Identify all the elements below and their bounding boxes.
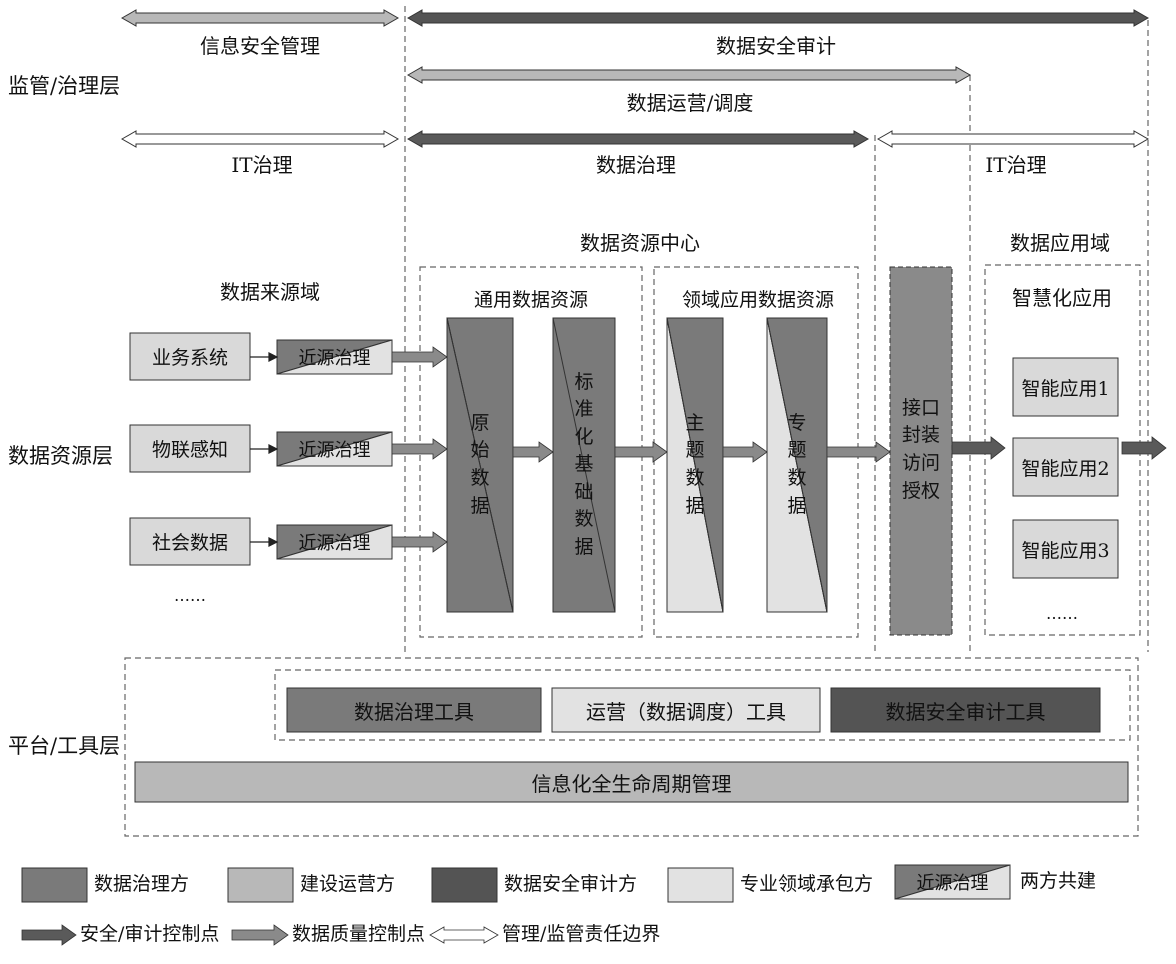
- legend-boundary-arrow: [429, 926, 499, 944]
- domain-resource-title: 领域应用数据资源: [681, 289, 835, 311]
- flow-arrow-raw-standard: [512, 441, 554, 463]
- topic-data-label: 主题数据: [685, 411, 705, 517]
- boundary-label-data-gov: 数据治理: [596, 153, 676, 177]
- boundary-arrow-data-gov: [406, 130, 870, 148]
- legend-security-arrow: [21, 924, 77, 946]
- flow-arrow-standard-topic: [614, 441, 668, 463]
- boundary-arrow-data-ops: [406, 66, 972, 84]
- source-ellipsis: ……: [174, 586, 206, 605]
- app-2: 智能应用2: [1021, 457, 1110, 480]
- app-1: 智能应用1: [1021, 377, 1110, 400]
- legend-label-boundary: 管理/监管责任边界: [502, 923, 661, 945]
- legend-swatch-governance: [21, 867, 88, 903]
- topic-data-label-wrap: 主题数据: [667, 340, 723, 590]
- thin-arrow-1: [268, 352, 279, 362]
- gov-tool: 数据治理工具: [354, 699, 474, 724]
- flow-arrow-near-2: [391, 438, 448, 460]
- ops-tool-box: [551, 687, 821, 733]
- raw-data-label: 原始数据: [470, 411, 490, 517]
- app-box-2: [1012, 437, 1119, 497]
- standard-data-label-wrap: 标准化基础数据: [553, 330, 615, 600]
- layer-label-platform: 平台/工具层: [8, 734, 121, 758]
- standard-data-label: 标准化基础数据: [574, 370, 594, 558]
- thin-arrow-2: [268, 444, 279, 454]
- legend-label-governance: 数据治理方: [94, 873, 190, 895]
- flow-arrow-interface-app: [951, 436, 1006, 460]
- layer-label-data-resource: 数据资源层: [8, 444, 113, 468]
- legend-swatch-audit: [431, 867, 498, 903]
- legend-joint-box-label: 近源治理: [916, 873, 989, 894]
- source-box-iot: [129, 424, 251, 473]
- smart-app-title: 智慧化应用: [1012, 286, 1112, 310]
- flow-arrow-app-out: [1121, 436, 1167, 460]
- app-domain-title: 数据应用域: [1010, 231, 1110, 255]
- standard-data-column: [552, 317, 616, 613]
- interface-label: 接口封装访问授权: [901, 396, 940, 502]
- legend-swatch-joint: [894, 864, 1011, 900]
- app-box-3: [1012, 519, 1119, 579]
- source-box-social: [129, 517, 251, 566]
- special-data-label: 专题数据: [787, 411, 807, 517]
- raw-data-column: [446, 317, 514, 613]
- boundary-label-data-ops: 数据运营/调度: [626, 91, 754, 115]
- app-ellipsis: ……: [1046, 604, 1078, 623]
- boundary-arrow-it-gov-right: [876, 130, 1150, 148]
- lifecycle-box: [134, 761, 1129, 803]
- legend-swatch-builder: [227, 867, 294, 903]
- boundary-label-security-audit: 数据安全审计: [716, 34, 836, 58]
- legend-label-contractor: 专业领域承包方: [740, 873, 874, 895]
- general-resource-title: 通用数据资源: [473, 289, 589, 311]
- flow-arrow-topic-special: [722, 441, 768, 463]
- boundary-label-it-gov-left: IT治理: [231, 153, 293, 177]
- special-data-column: [766, 317, 828, 613]
- flow-arrow-near-1: [391, 346, 448, 368]
- source-business: 业务系统: [151, 347, 228, 369]
- app-box-1: [1012, 357, 1119, 417]
- source-iot: 物联感知: [151, 439, 228, 461]
- raw-data-label-wrap: 原始数据: [447, 340, 513, 590]
- boundary-label-it-gov-right: IT治理: [985, 153, 1047, 177]
- source-social: 社会数据: [151, 532, 228, 554]
- platform-frame: [124, 657, 1139, 837]
- interface-column: [889, 266, 953, 636]
- source-box-business: [129, 332, 251, 381]
- source-domain-title: 数据来源域: [220, 280, 320, 304]
- legend-quality-arrow: [231, 924, 289, 946]
- boundary-label-info-security: 信息安全管理: [200, 34, 320, 58]
- lifecycle-mgmt: 信息化全生命周期管理: [531, 771, 732, 796]
- resource-center-title: 数据资源中心: [580, 231, 700, 255]
- general-resource-frame: [419, 266, 643, 638]
- near-source-label-2: 近源治理: [298, 440, 371, 461]
- boundary-arrow-it-gov-left: [120, 130, 400, 148]
- legend-label-joint: 两方共建: [1020, 870, 1097, 892]
- special-data-label-wrap: 专题数据: [767, 340, 827, 590]
- thin-arrow-3: [268, 537, 279, 547]
- tool-strip-frame: [274, 669, 1131, 741]
- boundary-arrow-info-security: [120, 9, 400, 27]
- boundary-arrow-security-audit: [406, 9, 1150, 27]
- interface-label-wrap: 接口封装访问授权: [890, 290, 952, 610]
- topic-data-column: [666, 317, 724, 613]
- near-source-label-1: 近源治理: [298, 348, 371, 369]
- audit-tool-box: [830, 687, 1101, 733]
- audit-tool: 数据安全审计工具: [885, 699, 1046, 724]
- gov-tool-box: [286, 687, 542, 733]
- flow-arrow-near-3: [391, 531, 448, 553]
- legend-label-builder: 建设运营方: [300, 873, 396, 895]
- flow-arrow-special-interface: [826, 441, 891, 463]
- ops-tool: 运营（数据调度）工具: [586, 699, 786, 724]
- near-source-label-3: 近源治理: [298, 533, 371, 554]
- legend-label-audit: 数据安全审计方: [504, 873, 638, 895]
- legend-label-security-point: 安全/审计控制点: [80, 923, 220, 945]
- app-3: 智能应用3: [1021, 539, 1110, 562]
- legend-swatch-contractor: [667, 867, 734, 903]
- legend-label-quality-point: 数据质量控制点: [292, 923, 426, 945]
- layer-label-supervision: 监管/治理层: [8, 74, 121, 98]
